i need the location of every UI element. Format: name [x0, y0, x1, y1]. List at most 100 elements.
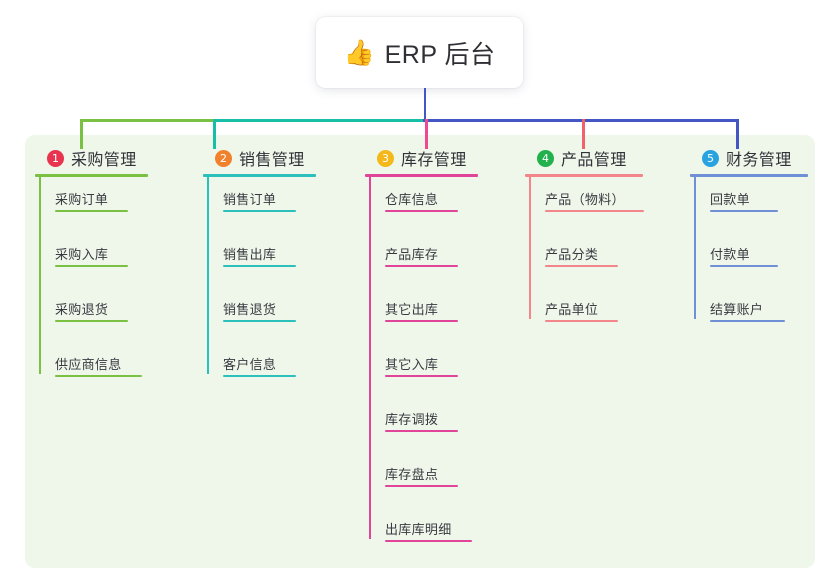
leaf-item-label: 仓库信息	[385, 192, 439, 207]
leaf-item[interactable]: 供应商信息	[55, 347, 142, 377]
leaf-item-rule	[545, 320, 618, 322]
leaf-item[interactable]: 仓库信息	[385, 182, 458, 212]
column-product: 4 产品管理产品（物料） 产品分类产品单位	[525, 146, 644, 322]
column-title: 库存管理	[401, 152, 467, 169]
leaf-item-label: 回款单	[710, 192, 750, 207]
root-node-title: ERP 后台	[384, 40, 496, 69]
column-inventory: 3 库存管理仓库信息产品库存其它出库其它入库库存调拨库存盘点出库库明细	[365, 146, 478, 542]
column-stem	[207, 176, 209, 374]
leaf-item-rule	[545, 210, 644, 212]
leaf-item[interactable]: 产品库存	[385, 237, 458, 267]
leaf-item[interactable]: 销售退货	[223, 292, 296, 322]
leaf-item[interactable]: 出库库明细	[385, 512, 472, 542]
drop-pink	[425, 119, 428, 149]
leaf-item-rule	[385, 375, 458, 377]
leaf-item-label: 采购订单	[55, 192, 109, 207]
column-underline	[365, 174, 478, 177]
leaf-item[interactable]: 其它出库	[385, 292, 458, 322]
leaf-item-label: 客户信息	[223, 357, 277, 372]
leaf-item-label: 销售订单	[223, 192, 277, 207]
column-title: 产品管理	[561, 152, 627, 169]
bar-teal	[213, 119, 425, 122]
column-header-product[interactable]: 4 产品管理	[525, 146, 627, 170]
column-header-purchasing[interactable]: 1 采购管理	[35, 146, 137, 170]
leaf-item[interactable]: 其它入库	[385, 347, 458, 377]
leaf-item-rule	[385, 540, 472, 542]
root-node-card[interactable]: 👍 ERP 后台	[316, 17, 523, 88]
leaf-item-rule	[223, 320, 296, 322]
leaf-item[interactable]: 产品分类	[545, 237, 618, 267]
leaf-item[interactable]: 销售订单	[223, 182, 296, 212]
bar-blue	[423, 119, 738, 122]
column-finance: 5 财务管理回款单付款单结算账户	[690, 146, 808, 322]
leaf-item-label: 销售退货	[223, 302, 277, 317]
leaf-item-label: 其它入库	[385, 357, 439, 372]
leaf-item-label: 库存盘点	[385, 467, 439, 482]
leaf-item-label: 产品库存	[385, 247, 439, 262]
leaf-item[interactable]: 产品单位	[545, 292, 618, 322]
leaf-item-rule	[710, 320, 785, 322]
leaf-item-rule	[710, 265, 778, 267]
leaf-item-rule	[385, 430, 458, 432]
leaf-item[interactable]: 采购订单	[55, 182, 128, 212]
drop-teal	[213, 119, 216, 149]
root-stem	[424, 88, 426, 121]
column-title: 采购管理	[71, 152, 137, 169]
leaf-item-label: 供应商信息	[55, 357, 122, 372]
leaf-item-rule	[223, 265, 296, 267]
leaf-item-label: 产品分类	[545, 247, 599, 262]
leaf-item[interactable]: 回款单	[710, 182, 778, 212]
column-header-finance[interactable]: 5 财务管理	[690, 146, 792, 170]
leaf-item[interactable]: 采购退货	[55, 292, 128, 322]
leaf-item-rule	[55, 210, 128, 212]
leaf-item-rule	[545, 265, 618, 267]
column-stem	[694, 176, 696, 319]
leaf-item-rule	[55, 320, 128, 322]
thumbs-up-icon: 👍	[343, 39, 375, 67]
leaf-item-rule	[385, 485, 458, 487]
leaf-item-label: 结算账户	[710, 302, 764, 317]
column-header-inventory[interactable]: 3 库存管理	[365, 146, 467, 170]
drop-green	[80, 119, 83, 149]
column-purchasing: 1 采购管理采购订单采购入库采购退货供应商信息	[35, 146, 148, 377]
leaf-item-rule	[223, 210, 296, 212]
bar-green	[80, 119, 215, 122]
column-number-badge: 5	[702, 149, 719, 167]
column-underline	[35, 174, 148, 177]
leaf-item[interactable]: 库存盘点	[385, 457, 458, 487]
leaf-item[interactable]: 销售出库	[223, 237, 296, 267]
leaf-item-rule	[223, 375, 296, 377]
column-number-badge: 1	[47, 149, 64, 167]
leaf-item[interactable]: 采购入库	[55, 237, 128, 267]
drop-blue	[736, 119, 739, 149]
leaf-item-label: 产品单位	[545, 302, 599, 317]
column-underline	[525, 174, 643, 177]
leaf-item-label: 采购入库	[55, 247, 109, 262]
leaf-item-rule	[385, 320, 458, 322]
column-stem	[39, 176, 41, 374]
leaf-item[interactable]: 结算账户	[710, 292, 785, 322]
column-title: 财务管理	[726, 152, 792, 169]
leaf-item-label: 销售出库	[223, 247, 277, 262]
leaf-item[interactable]: 客户信息	[223, 347, 296, 377]
column-number-badge: 3	[377, 149, 394, 167]
leaf-item[interactable]: 付款单	[710, 237, 778, 267]
leaf-item-label: 采购退货	[55, 302, 109, 317]
diagram-panel	[25, 135, 815, 568]
leaf-item-label: 产品（物料）	[545, 192, 625, 207]
leaf-item-label: 其它出库	[385, 302, 439, 317]
leaf-item[interactable]: 产品（物料）	[545, 182, 644, 212]
column-stem	[529, 176, 531, 319]
leaf-item[interactable]: 库存调拨	[385, 402, 458, 432]
column-number-badge: 4	[537, 149, 554, 167]
column-title: 销售管理	[239, 152, 305, 169]
leaf-item-rule	[385, 210, 458, 212]
leaf-item-label: 出库库明细	[385, 522, 452, 537]
column-stem	[369, 176, 371, 539]
leaf-item-rule	[55, 265, 128, 267]
leaf-item-label: 库存调拨	[385, 412, 439, 427]
column-underline	[690, 174, 808, 177]
